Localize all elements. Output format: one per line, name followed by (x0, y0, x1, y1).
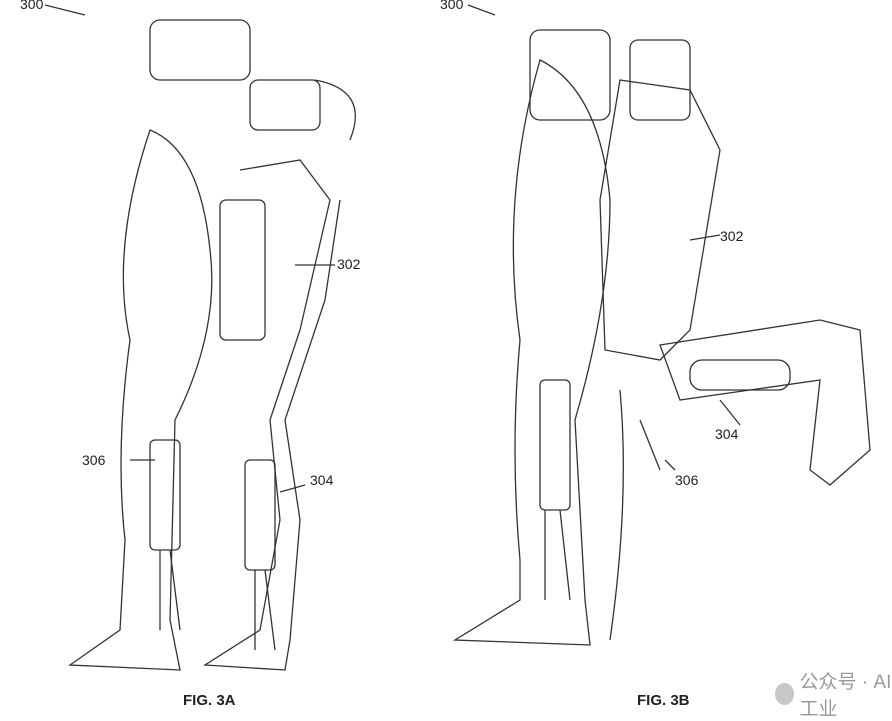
ref-300-a: 300 (20, 0, 44, 12)
wechat-icon (775, 683, 794, 705)
watermark: 公众号 · AI工业 (775, 667, 892, 721)
fig-3b-caption: FIG. 3B (637, 692, 690, 709)
ref-302-b: 302 (720, 228, 744, 244)
ref-306-a: 306 (82, 452, 106, 468)
watermark-text: 公众号 · AI工业 (799, 672, 892, 720)
ref-304-a: 304 (310, 472, 334, 488)
ref-306-b: 306 (675, 472, 699, 488)
fig-3a-legs (44, 4, 356, 671)
fig-3a-caption: FIG. 3A (183, 692, 236, 709)
ref-302-a: 302 (337, 256, 361, 272)
ref-300-b: 300 (440, 0, 464, 12)
ref-304-b: 304 (715, 426, 739, 442)
fig-3b-legs (452, 4, 871, 646)
